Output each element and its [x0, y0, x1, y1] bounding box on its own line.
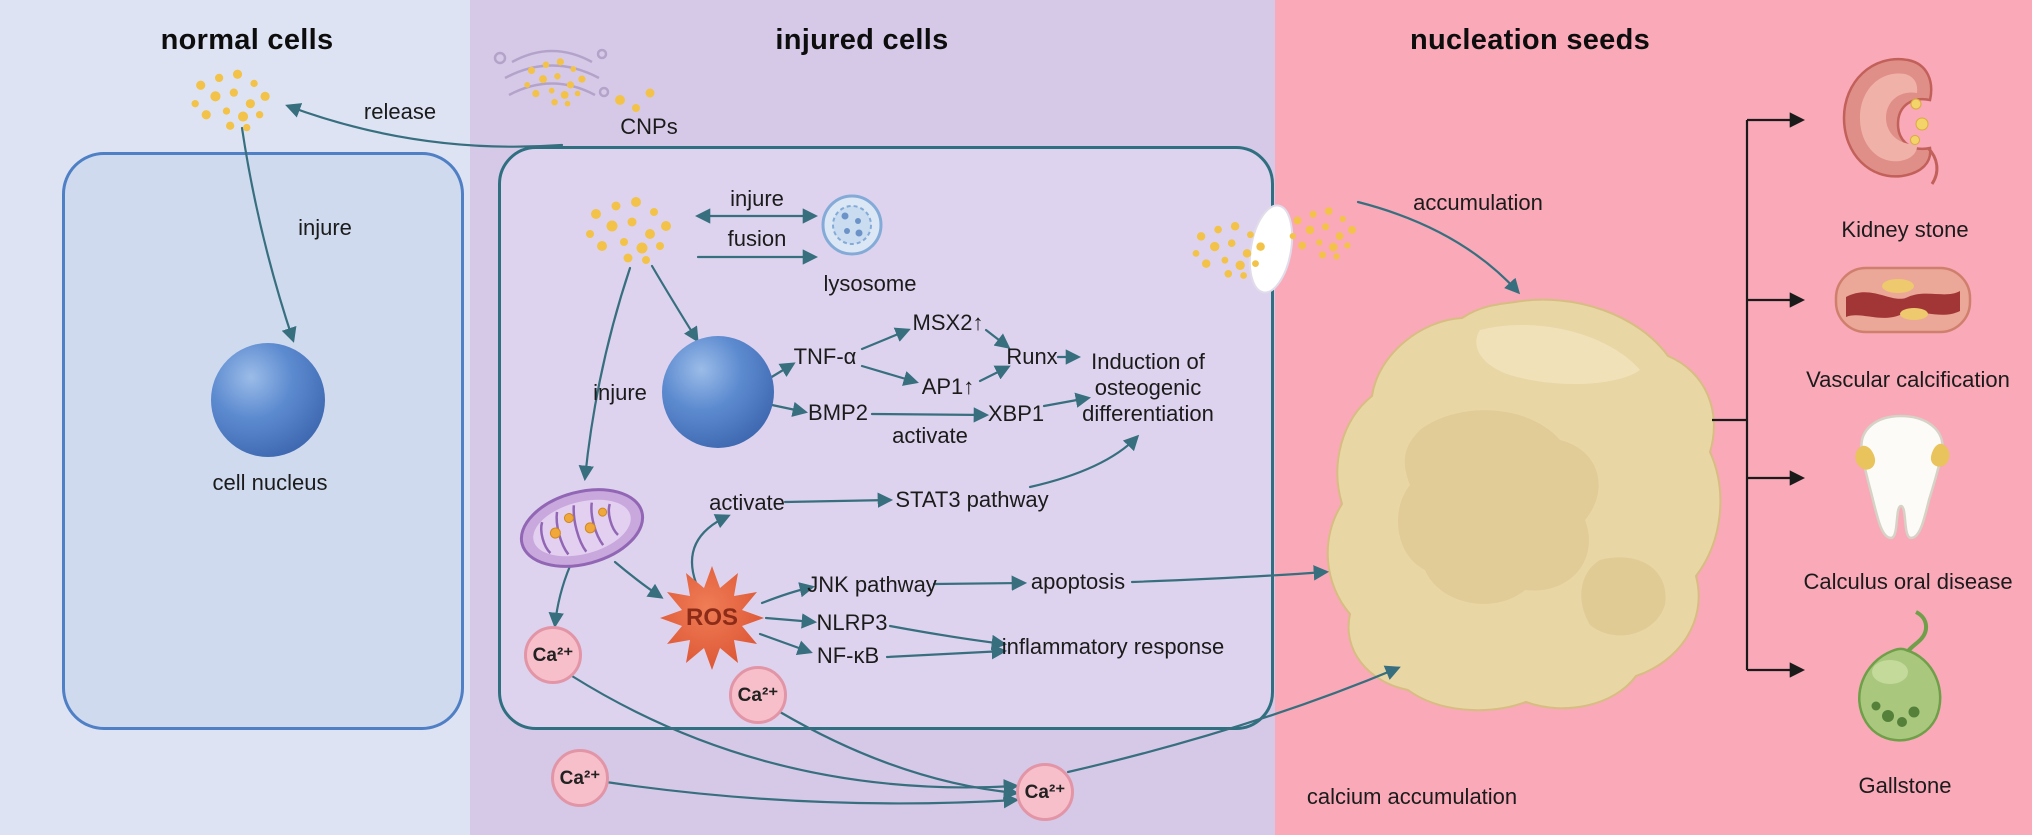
arrow-injure-mitochondria: [578, 266, 632, 482]
nucleation-seeds-title: nucleation seeds: [1409, 23, 1651, 56]
arrow-injure-normal: [240, 126, 297, 343]
nucleation-seed-icon: [1326, 298, 1722, 712]
bmp2-label: BMP2: [808, 400, 868, 426]
arrow-activate-stat3: [783, 492, 894, 508]
injure-normal-label: injure: [298, 215, 352, 241]
calcium-ion-badge: Ca²⁺: [551, 749, 609, 807]
arrow-tnf-msx2: [860, 327, 911, 351]
injure-mitochondria-label: injure: [593, 380, 647, 406]
ros-burst-icon: [660, 566, 764, 670]
normal-nucleus-icon: [211, 343, 325, 457]
kidney-icon: [1842, 57, 1939, 185]
calculus-oral-disease-label: Calculus oral disease: [1803, 569, 2013, 595]
arrow-ros-nlrp3: [764, 613, 818, 629]
runx-label: Runx: [1006, 344, 1058, 370]
activate-stat-label: activate: [709, 490, 785, 516]
vascular-calcification-label: Vascular calcification: [1806, 367, 2010, 393]
kidney-stone-label: Kidney stone: [1841, 217, 1969, 243]
golgi-icon: [493, 48, 610, 98]
arrow-calcium-accumulation: [1066, 665, 1401, 774]
xbp1-label: XBP1: [987, 401, 1045, 427]
nfkb-label: NF-κB: [816, 643, 880, 669]
arrow-nucleus-bmp2: [770, 401, 809, 417]
arrow-accumulation-seed: [1356, 200, 1521, 295]
induction-label: Induction of osteogenic differentiation: [1082, 349, 1214, 426]
vessel-icon: [1834, 266, 1972, 334]
calcium-ion-badge: Ca²⁺: [524, 626, 582, 684]
arrow-calciumA-converge: [570, 674, 1020, 795]
normal-cells-title: normal cells: [160, 23, 334, 56]
arrow-ros-activate: [691, 514, 731, 585]
arrow-cnps-nucleus: [650, 264, 699, 343]
arrow-nlrp3-inflammatory: [888, 624, 1008, 651]
msx2-label: MSX2↑: [912, 310, 984, 336]
lysosome-icon: [821, 194, 883, 256]
tooth-icon: [1855, 414, 1950, 540]
arrow-ap1-runx: [978, 365, 1011, 383]
calcium-accumulation-label: calcium accumulation: [1306, 784, 1518, 810]
arrow-apoptosis-seed: [1130, 565, 1330, 584]
arrow-xbp1-induction: [1042, 392, 1092, 408]
arrow-mito-ros: [613, 560, 664, 599]
arrow-release: [285, 103, 564, 148]
arrow-nucleus-tnf: [768, 362, 796, 380]
arrow-mito-calcium: [548, 564, 572, 629]
cnp-dots-icon: [191, 58, 1356, 279]
jnk-pathway-label: JNK pathway: [807, 572, 937, 598]
membrane-channel-icon: [1248, 204, 1294, 294]
ros-label: ROS: [685, 603, 739, 631]
inflammatory-response-label: inflammatory response: [1001, 634, 1225, 660]
tnf-label: TNF-α: [793, 344, 857, 370]
mitochondria-icon: [519, 488, 645, 568]
arrow-stat3-induction: [1028, 434, 1140, 489]
accumulation-label: accumulation: [1413, 190, 1543, 216]
lysosome-label: lysosome: [823, 271, 917, 297]
arrow-nfkb-inflammatory: [885, 643, 1008, 660]
arrow-jnk-apoptosis: [932, 575, 1028, 591]
cnps-label: CNPs: [620, 114, 678, 140]
nlrp3-label: NLRP3: [816, 610, 888, 636]
injure-lysosome-label: injure: [730, 186, 784, 212]
apoptosis-label: apoptosis: [1030, 569, 1126, 595]
arrow-calciumB-converge: [778, 710, 1020, 800]
arrow-ros-jnk: [760, 582, 816, 605]
arrow-bmp2-xbp1: [870, 407, 990, 423]
injured-nucleus-icon: [662, 336, 774, 448]
arrow-tnf-ap1: [860, 364, 919, 386]
arrow-ros-nfkb: [758, 632, 813, 656]
stat3-pathway-label: STAT3 pathway: [895, 487, 1049, 513]
cell-nucleus-label: cell nucleus: [212, 470, 328, 496]
gallstone-label: Gallstone: [1858, 773, 1952, 799]
activate-bmp-label: activate: [892, 423, 968, 449]
arrow-msx2-runx: [984, 328, 1011, 349]
normal-cell-membrane: [62, 152, 464, 730]
injured-cells-title: injured cells: [775, 23, 949, 56]
calcium-ion-badge: Ca²⁺: [1016, 763, 1074, 821]
gallbladder-icon: [1858, 610, 1942, 742]
calcium-ion-badge: Ca²⁺: [729, 666, 787, 724]
disease-bracket: [1712, 112, 1806, 678]
release-label: release: [363, 99, 437, 125]
ap1-label: AP1↑: [921, 374, 975, 400]
arrow-calciumC-converge: [604, 780, 1020, 809]
fusion-label: fusion: [727, 226, 787, 252]
